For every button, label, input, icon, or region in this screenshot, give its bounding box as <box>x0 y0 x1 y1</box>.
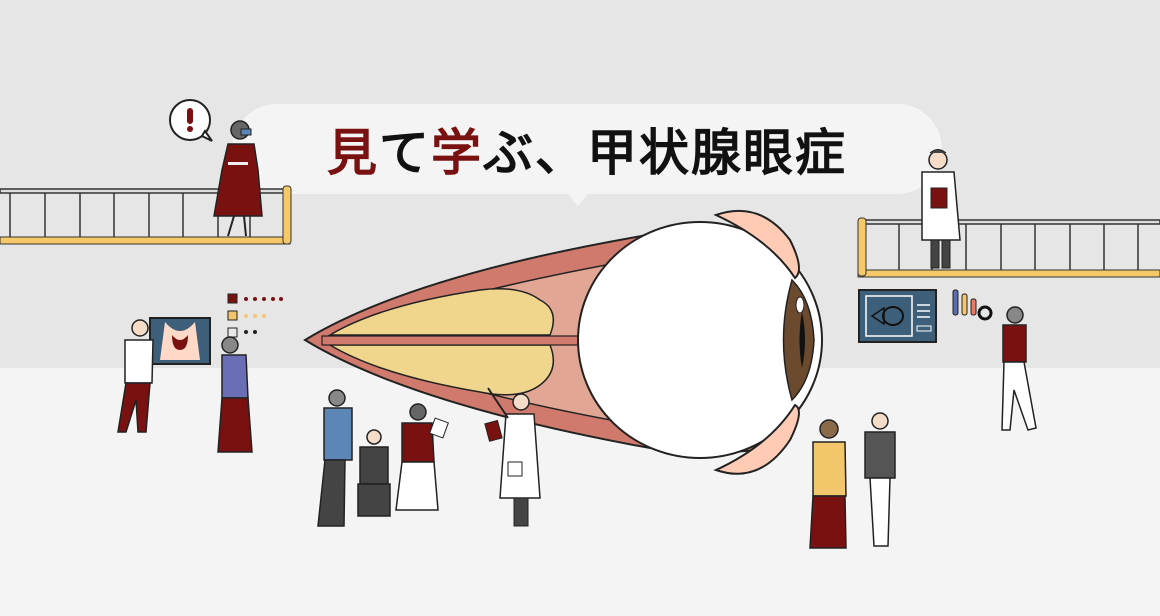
page-title: 見て学ぶ、甲状腺眼症 <box>232 104 942 194</box>
legend-swatches <box>227 293 283 338</box>
man-with-magnifier <box>977 305 1037 431</box>
speech-bubble-tail <box>566 192 590 206</box>
title-speech-bubble <box>232 104 942 194</box>
visitor-woman-notes <box>395 403 449 511</box>
visitor-girl-uniform <box>357 429 391 517</box>
title-part-1: 見 <box>327 124 379 182</box>
eye-cross-section <box>303 209 823 475</box>
title-part-3: 学 <box>431 124 483 182</box>
visitor-man-gray <box>864 412 896 547</box>
right-balcony-railing <box>857 217 1160 278</box>
visitor-woman-yellow <box>809 419 847 549</box>
visitor-man-blue <box>317 389 353 527</box>
eye-diagram-monitor <box>858 289 937 343</box>
title-part-4: ぶ、甲状腺眼症 <box>483 124 847 182</box>
doctor-with-clipboard-balcony <box>921 149 961 269</box>
presenter-man <box>117 319 154 433</box>
left-balcony-railing <box>0 185 292 245</box>
woman-with-binoculars <box>213 120 263 237</box>
thyroid-neck-panel <box>149 317 211 365</box>
woman-purple-notes <box>217 336 253 453</box>
color-bars <box>952 289 977 316</box>
title-part-2: て <box>379 124 431 182</box>
doctor-pointing <box>484 387 541 527</box>
exclamation-icon <box>169 99 213 142</box>
